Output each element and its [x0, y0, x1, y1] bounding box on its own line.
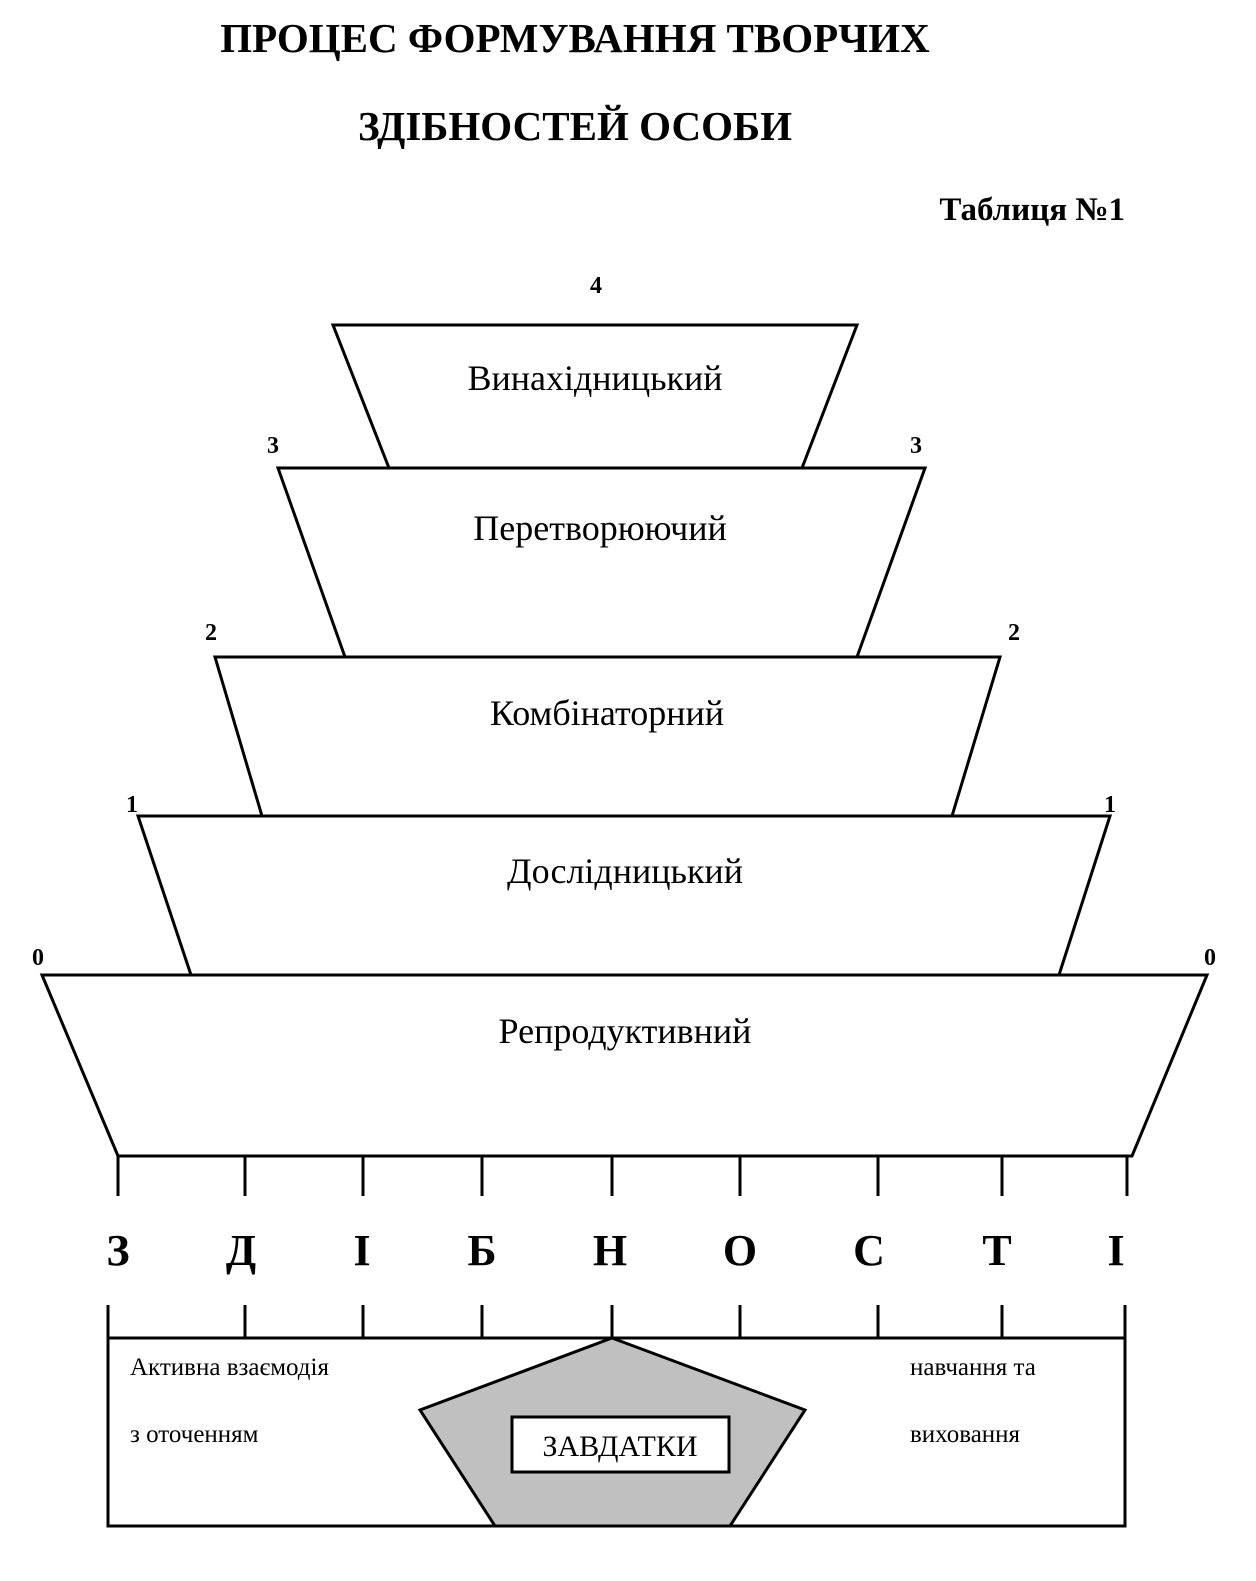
- level-4-label: Винахідницький: [467, 358, 722, 398]
- letter-6: О: [723, 1226, 757, 1275]
- letter-5: Н: [593, 1226, 627, 1275]
- level-0-trapezoid: [39, 973, 1210, 1158]
- right-text-line-2: виховання: [910, 1421, 1021, 1448]
- level-0-number-left: 0: [32, 945, 44, 971]
- right-text-line-1: навчання та: [910, 1354, 1036, 1381]
- letter-8: Т: [982, 1226, 1011, 1275]
- level-1-trapezoid: [135, 814, 1113, 977]
- letter-3: І: [353, 1226, 370, 1275]
- word-letters: З Д І Б Н О С Т І: [106, 1226, 1124, 1275]
- letter-1: З: [106, 1226, 129, 1275]
- left-text-line-2: з оточенням: [130, 1421, 259, 1448]
- level-1-label: Дослідницький: [507, 851, 743, 891]
- level-0-number-right: 0: [1204, 945, 1216, 971]
- level-3-trapezoid: [275, 466, 928, 659]
- letter-4: Б: [467, 1226, 496, 1275]
- letter-9: І: [1107, 1226, 1124, 1275]
- level-4-trapezoid: [330, 323, 860, 470]
- zavdatky-label: ЗАВДАТКИ: [542, 1430, 697, 1463]
- level-2-trapezoid: [212, 655, 1003, 818]
- lower-ticks: [106, 1305, 1127, 1338]
- upper-ticks: [116, 1156, 1129, 1196]
- level-1-number-right: 1: [1104, 792, 1116, 818]
- level-2-number-right: 2: [1008, 620, 1020, 646]
- level-3-label: Перетворюючий: [473, 508, 727, 548]
- level-1-number-left: 1: [126, 792, 138, 818]
- title-line-1: ПРОЦЕС ФОРМУВАННЯ ТВОРЧИХ: [220, 15, 930, 61]
- level-2-number-left: 2: [205, 620, 217, 646]
- level-4-number: 4: [590, 273, 602, 299]
- level-3-number-left: 3: [267, 433, 279, 459]
- letter-7: С: [853, 1226, 885, 1275]
- left-text-line-1: Активна взаємодія: [130, 1354, 329, 1381]
- title-line-2: ЗДІБНОСТЕЙ ОСОБИ: [358, 103, 792, 149]
- level-3-number-right: 3: [910, 433, 922, 459]
- table-label: Таблиця №1: [939, 192, 1125, 228]
- zavdatky-label-box: [510, 1415, 731, 1474]
- level-2-label: Комбінаторний: [490, 693, 724, 733]
- letter-2: Д: [226, 1226, 256, 1275]
- level-0-label: Репродуктивний: [499, 1011, 752, 1051]
